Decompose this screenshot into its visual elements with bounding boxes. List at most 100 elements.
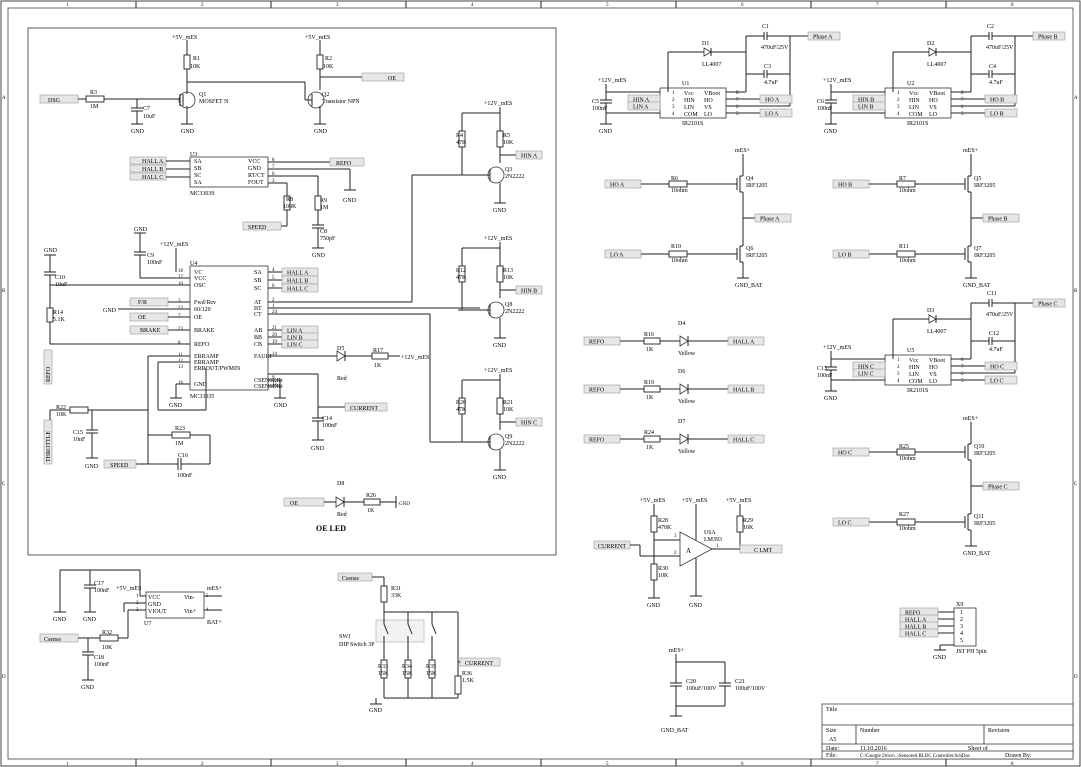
led-symbol xyxy=(679,335,689,347)
led-in: REFO xyxy=(589,388,605,394)
date-label: Date: xyxy=(826,746,839,752)
gnd-bat-label: GND_BAT xyxy=(963,283,991,289)
gnd-label: GND xyxy=(824,129,838,135)
gnd-label: GND xyxy=(647,603,661,609)
u3-pin-label: FOUT xyxy=(248,180,264,186)
border-col-label: 5 xyxy=(606,3,609,8)
comp-pin2: 2 xyxy=(674,551,677,556)
cap-ref: C3 xyxy=(764,64,771,70)
refo-vertical-flag xyxy=(43,349,53,385)
fet-phase-flag xyxy=(982,481,1020,491)
driver-ho: HO B xyxy=(990,98,1004,104)
border-col-label: 4 xyxy=(471,3,474,8)
c18-val: 100nF xyxy=(94,662,110,668)
c20-val: 100uF/100V xyxy=(686,686,717,692)
driver-pin-number: 5 xyxy=(961,112,964,117)
u3-pin-label: SA xyxy=(194,180,202,186)
r-ref: R35 xyxy=(426,664,436,670)
sw1-part: DIP Switch 3P xyxy=(339,642,375,648)
led-out: HALL B xyxy=(733,388,754,394)
c21-val: 100uF/100V xyxy=(735,686,766,692)
u4-pin-label: Fwd/Rev xyxy=(194,300,216,306)
r31-ref: R31 xyxy=(391,586,401,592)
border-col-label: 3 xyxy=(336,3,339,8)
speed-flag-text: SPEED xyxy=(248,225,267,231)
bootstrap-diode xyxy=(928,314,937,324)
diode-ref: D3 xyxy=(927,308,934,314)
net-12v-label: +12V_mES xyxy=(401,355,429,361)
r8-val: 100K xyxy=(283,204,297,210)
driver-lo: LO B xyxy=(990,112,1004,118)
driver-pin: HIN xyxy=(909,365,920,371)
cap-val: 4.7uF xyxy=(989,80,1004,86)
r14-ref: R14 xyxy=(53,310,63,316)
u3-pin-label: RT/CT xyxy=(248,173,265,179)
border-col-label: 6 xyxy=(741,762,744,767)
u4-pin-label: CT xyxy=(254,312,262,318)
r30-ref: R30 xyxy=(658,566,668,572)
gnd-label: GND xyxy=(274,403,288,409)
dip-switch-body xyxy=(375,619,425,643)
driver-lin-flag xyxy=(627,101,661,111)
cap-val: 470uF/25V xyxy=(986,45,1014,51)
driver-pin: Vcc xyxy=(684,91,694,97)
u4-pin-label: OSC xyxy=(194,283,206,289)
driver-pin-number: 3 xyxy=(897,372,900,377)
u4-ref: U4 xyxy=(190,261,197,267)
driver-pin: HO xyxy=(704,98,713,104)
u4-pin-label: BT xyxy=(254,306,262,312)
npn-out: HIN B xyxy=(521,289,537,295)
x9-body xyxy=(953,607,977,647)
q-type: 2N2222 xyxy=(505,309,524,315)
revision-label: Revision xyxy=(988,728,1009,734)
u3-pin-label: VCC xyxy=(248,159,260,165)
u3-pin-label: SC xyxy=(194,173,201,179)
r-val: 10ohm xyxy=(899,526,916,532)
u4-lin-out: LIN C xyxy=(287,343,303,349)
fet-in: LO A xyxy=(610,253,624,259)
driver-pin-number: 6 xyxy=(961,372,964,377)
cap-val: 470uF/25V xyxy=(761,45,789,51)
driver-ho-flag xyxy=(759,94,793,104)
u4-pin-number: 15 xyxy=(272,382,278,387)
comparator-block: +5V_mES +5V_mES +5V_mES R28 470K R30 10K… xyxy=(593,498,783,609)
mes-plus-label: mES+ xyxy=(963,416,979,422)
driver-pin: HO xyxy=(929,365,938,371)
border-row-label: D xyxy=(1074,675,1078,680)
clmt-flag-text: C LMT xyxy=(754,548,773,554)
u4-pin-number: 6 xyxy=(272,284,275,289)
driver-ref: U2 xyxy=(907,81,914,87)
driver-pin-number: 6 xyxy=(961,105,964,110)
npn-out: HIN A xyxy=(521,154,538,160)
u4-hall-out: HALL B xyxy=(287,279,308,285)
cin-val: 100nF xyxy=(592,106,608,112)
r-ref: R13 xyxy=(503,268,513,274)
driver-hin: HIN C xyxy=(858,365,874,371)
driver-pin-number: 4 xyxy=(672,112,675,117)
net-5v-label: +5V_mES xyxy=(640,498,665,504)
driver-pin: LIN xyxy=(909,105,920,111)
driver-ho-flag xyxy=(984,361,1018,371)
driver-pin: LIN xyxy=(684,105,695,111)
u4-pin-label: SB xyxy=(254,278,261,284)
c8-val: 750pF xyxy=(320,236,336,242)
driver-pin: LO xyxy=(929,112,938,118)
csense2-flag-text: Csense xyxy=(342,576,359,582)
gnd-label: GND xyxy=(53,617,67,623)
x9-ref: X9 xyxy=(956,602,963,608)
u4-pin-label: AT xyxy=(254,300,262,306)
driver-pin: COM xyxy=(684,112,698,118)
fet-phase: Phase B xyxy=(988,217,1008,223)
r29-ref: R29 xyxy=(743,518,753,524)
bootstrap-diode xyxy=(703,47,712,57)
u4-pin-label: BRAKE xyxy=(194,328,215,334)
driver-pin: LO xyxy=(704,112,713,118)
fet-in: LO C xyxy=(838,521,852,527)
u3-ref: U3 xyxy=(190,152,197,158)
u4-pin-label: VC xyxy=(194,270,202,276)
driver-pin-number: 7 xyxy=(961,365,964,370)
fet-in: HO B xyxy=(838,183,852,189)
